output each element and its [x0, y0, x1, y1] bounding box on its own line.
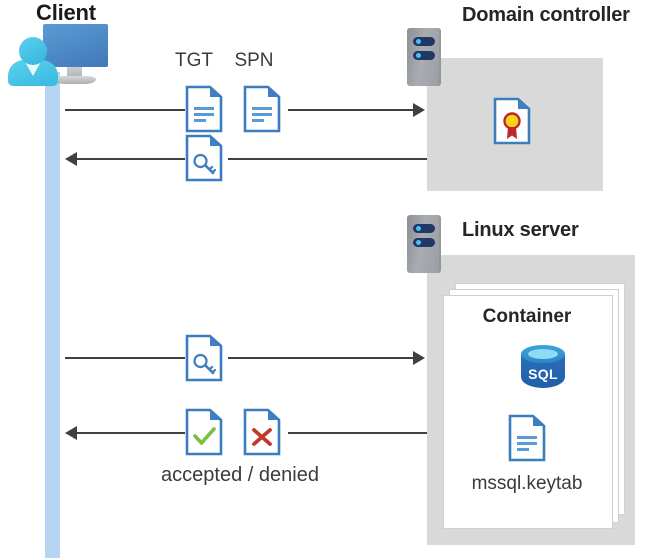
arrow-client-to-dc-segment-right — [288, 109, 413, 111]
arrow-client-to-linux-segment-left — [65, 357, 185, 359]
container-label: Container — [482, 306, 572, 327]
server-led-icon — [416, 240, 421, 245]
database-cylinder-top-inner — [528, 349, 558, 359]
database-cylinder-top — [521, 345, 565, 363]
arrowhead-to-client-top — [65, 152, 77, 166]
linux-server-label: Linux server — [462, 219, 579, 241]
spn-document-icon — [243, 85, 281, 133]
arrow-linux-to-client-segment-right — [288, 432, 427, 434]
key-document-icon — [185, 334, 223, 382]
arrow-client-to-dc-segment-left — [65, 109, 185, 111]
client-lifeline — [45, 72, 60, 558]
arrowhead-to-dc — [413, 103, 425, 117]
arrow-dc-to-client-segment-left — [77, 158, 185, 160]
sql-database-icon: SQL — [521, 345, 565, 393]
tgt-label: TGT — [175, 50, 213, 71]
server-icon — [407, 28, 441, 86]
server-bay-2 — [413, 51, 435, 60]
server-led-icon — [416, 39, 421, 44]
server-bay-2 — [413, 238, 435, 247]
person-head — [19, 37, 47, 65]
spn-label: SPN — [234, 50, 274, 71]
arrowhead-to-client-bottom — [65, 426, 77, 440]
monitor-stand-neck — [67, 67, 82, 78]
sql-database-text: SQL — [528, 366, 558, 382]
certificate-document-icon — [493, 97, 531, 145]
keytab-filename-label: mssql.keytab — [471, 473, 583, 494]
check-document-icon — [185, 408, 223, 456]
cross-document-icon — [243, 408, 281, 456]
server-bay-1 — [413, 37, 435, 46]
client-workstation-icon — [8, 24, 108, 86]
server-led-icon — [416, 53, 421, 58]
text-document-icon — [508, 414, 546, 462]
arrow-linux-to-client-segment-left — [77, 432, 185, 434]
arrowhead-to-linux — [413, 351, 425, 365]
monitor-stand-base — [54, 76, 96, 84]
client-title: Client — [36, 0, 96, 25]
domain-controller-label: Domain controller — [462, 4, 630, 26]
server-bay-1 — [413, 224, 435, 233]
server-led-icon — [416, 226, 421, 231]
arrow-client-to-linux-segment-right — [228, 357, 413, 359]
tgt-document-icon — [185, 85, 223, 133]
monitor-screen — [43, 24, 108, 67]
accepted-denied-label: accepted / denied — [161, 464, 319, 486]
arrow-dc-to-client-segment-right — [228, 158, 427, 160]
key-document-icon — [185, 134, 223, 182]
server-icon — [407, 215, 441, 273]
container-card-front — [443, 295, 613, 529]
